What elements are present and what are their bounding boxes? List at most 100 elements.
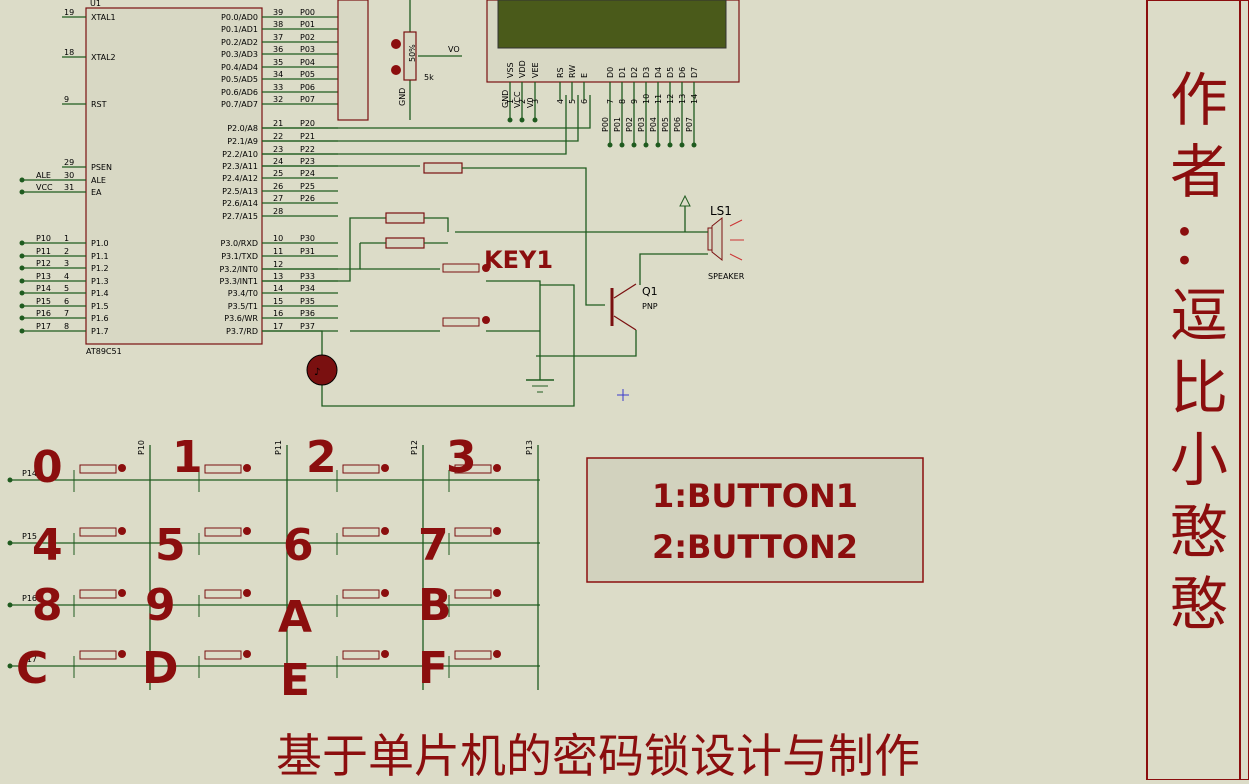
mcu-right-pin-name: P0.1/AD1 <box>221 25 258 34</box>
lcd-pin-name: D5 <box>666 67 675 78</box>
mcu-left-pin-num: 30 <box>64 171 74 180</box>
mcu-right-pin-name: P0.0/AD0 <box>221 13 258 22</box>
mcu-right-pin-name: P3.6/WR <box>224 314 258 323</box>
mcu-right-net-label: P35 <box>300 297 315 306</box>
transistor-type: PNP <box>642 302 658 311</box>
mcu-right-net-label: P01 <box>300 20 315 29</box>
mcu-left-pin-name: P1.3 <box>91 277 109 286</box>
mcu-right-pin-name: P3.4/T0 <box>228 289 258 298</box>
crosshair-icon <box>617 389 629 401</box>
lcd-data-dot <box>691 142 697 148</box>
keypad-button-dot <box>493 589 501 597</box>
lcd-pin-num: 2 <box>518 99 527 104</box>
keypad-button[interactable] <box>454 589 492 599</box>
mcu-right-pin-num: 28 <box>273 207 283 216</box>
keypad-button[interactable] <box>204 589 242 599</box>
mcu-left-pin-num: 2 <box>64 247 69 256</box>
lcd-pin-num: 10 <box>642 94 651 104</box>
lcd-power-net: VCC <box>513 91 522 108</box>
keypad-col-net: P13 <box>525 440 534 455</box>
keypad-key-label: 3 <box>446 432 477 483</box>
mcu-left-pin-name: P1.2 <box>91 264 109 273</box>
lcd-pin-num: 8 <box>618 99 627 104</box>
keypad-button[interactable] <box>342 589 380 599</box>
mcu-right-net-label: P05 <box>300 70 315 79</box>
keypad-button[interactable] <box>454 464 492 474</box>
keypad-button[interactable] <box>342 527 380 537</box>
author-sidebar <box>1146 0 1249 781</box>
mcu-right-pin-name: P3.1/TXD <box>221 252 258 261</box>
mcu-right-pin-name: P2.5/A13 <box>222 187 258 196</box>
keypad-key-label: B <box>418 580 452 631</box>
keypad-key-label: 4 <box>32 520 63 571</box>
keypad-button[interactable] <box>204 527 242 537</box>
lcd-pin-num: 11 <box>654 94 663 104</box>
mcu-left-pin-name: RST <box>91 100 107 109</box>
keypad-button[interactable] <box>342 464 380 474</box>
keypad-col-net: P11 <box>274 440 283 455</box>
keypad-button[interactable] <box>79 650 117 660</box>
pot-label: 5k <box>424 73 434 82</box>
keypad-button[interactable] <box>79 589 117 599</box>
keypad-button-dot <box>381 464 389 472</box>
lcd-data-net: P07 <box>685 117 694 132</box>
mcu-right-pin-num: 33 <box>273 83 283 92</box>
mcu-left-net-dot <box>19 253 25 259</box>
mcu-right-net-label: P30 <box>300 234 315 243</box>
mcu-right-pin-name: P0.2/AD2 <box>221 38 258 47</box>
mcu-left-pin-name: ALE <box>91 176 106 185</box>
mcu-right-net-label: P33 <box>300 272 315 281</box>
mcu-right-pin-name: P3.2/INT0 <box>219 265 258 274</box>
mcu-left-pin-num: 29 <box>64 158 74 167</box>
keypad-button-dot <box>243 464 251 472</box>
mcu-right-net-label: P24 <box>300 169 315 178</box>
keypad-button[interactable] <box>454 527 492 537</box>
keypad-button-dot <box>493 650 501 658</box>
mcu-right-pin-name: P0.6/AD6 <box>221 88 258 97</box>
lcd-pin-num: 6 <box>580 99 589 104</box>
mcu-left-pin-num: 5 <box>64 284 69 293</box>
lcd-pin-name: VSS <box>506 62 515 78</box>
keypad-button-dot <box>493 527 501 535</box>
keypad-button-dot <box>381 650 389 658</box>
mcu-left-pin-num: 7 <box>64 309 69 318</box>
mcu-left-net-label: P17 <box>36 322 51 331</box>
mcu-right-net-label: P23 <box>300 157 315 166</box>
lcd-pin-name: D0 <box>606 67 615 78</box>
keypad-button[interactable] <box>454 650 492 660</box>
mcu-left-net-label: P10 <box>36 234 51 243</box>
keypad-button[interactable] <box>342 650 380 660</box>
keypad-key-label: 0 <box>32 442 63 493</box>
lcd-power-net: V0 <box>526 97 535 108</box>
lcd-pin-num: 4 <box>556 99 565 104</box>
lcd-data-dot <box>667 142 673 148</box>
lcd-data-dot <box>607 142 613 148</box>
keypad-button[interactable] <box>79 464 117 474</box>
keypad-button[interactable] <box>204 650 242 660</box>
keypad-button-dot <box>118 650 126 658</box>
mcu-right-pin-name: P0.4/AD4 <box>221 63 258 72</box>
mcu-right-pin-name: P2.1/A9 <box>227 137 258 146</box>
lcd-data-dot <box>619 142 625 148</box>
lcd-pin-name: VEE <box>531 62 540 78</box>
author-char: 憨 <box>1170 498 1228 566</box>
mcu-left-net-dot <box>19 177 25 183</box>
keypad-row-dot <box>7 477 13 483</box>
mcu-left-pin-name: P1.7 <box>91 327 109 336</box>
keypad-key-label: D <box>142 643 179 694</box>
lcd-pin-name: D1 <box>618 67 627 78</box>
lcd-data-net: P00 <box>601 117 610 132</box>
mcu-right-pin-num: 32 <box>273 95 283 104</box>
keypad-button[interactable] <box>204 464 242 474</box>
keypad-key-label: E <box>280 655 310 706</box>
lcd-pin-name: D2 <box>630 67 639 78</box>
lcd-power-dot <box>532 117 538 123</box>
mcu-left-pin-num: 6 <box>64 297 69 306</box>
mcu-right-net-label: P26 <box>300 194 315 203</box>
keypad-key-label: F <box>418 643 448 694</box>
mcu-left-net-dot <box>19 315 25 321</box>
lcd-module: VSS1VDD2VEE3RS4RW5E6D07D18D29D310D411D51… <box>486 0 740 148</box>
keypad-button[interactable] <box>79 527 117 537</box>
mcu-left-net-label: ALE <box>36 171 51 180</box>
